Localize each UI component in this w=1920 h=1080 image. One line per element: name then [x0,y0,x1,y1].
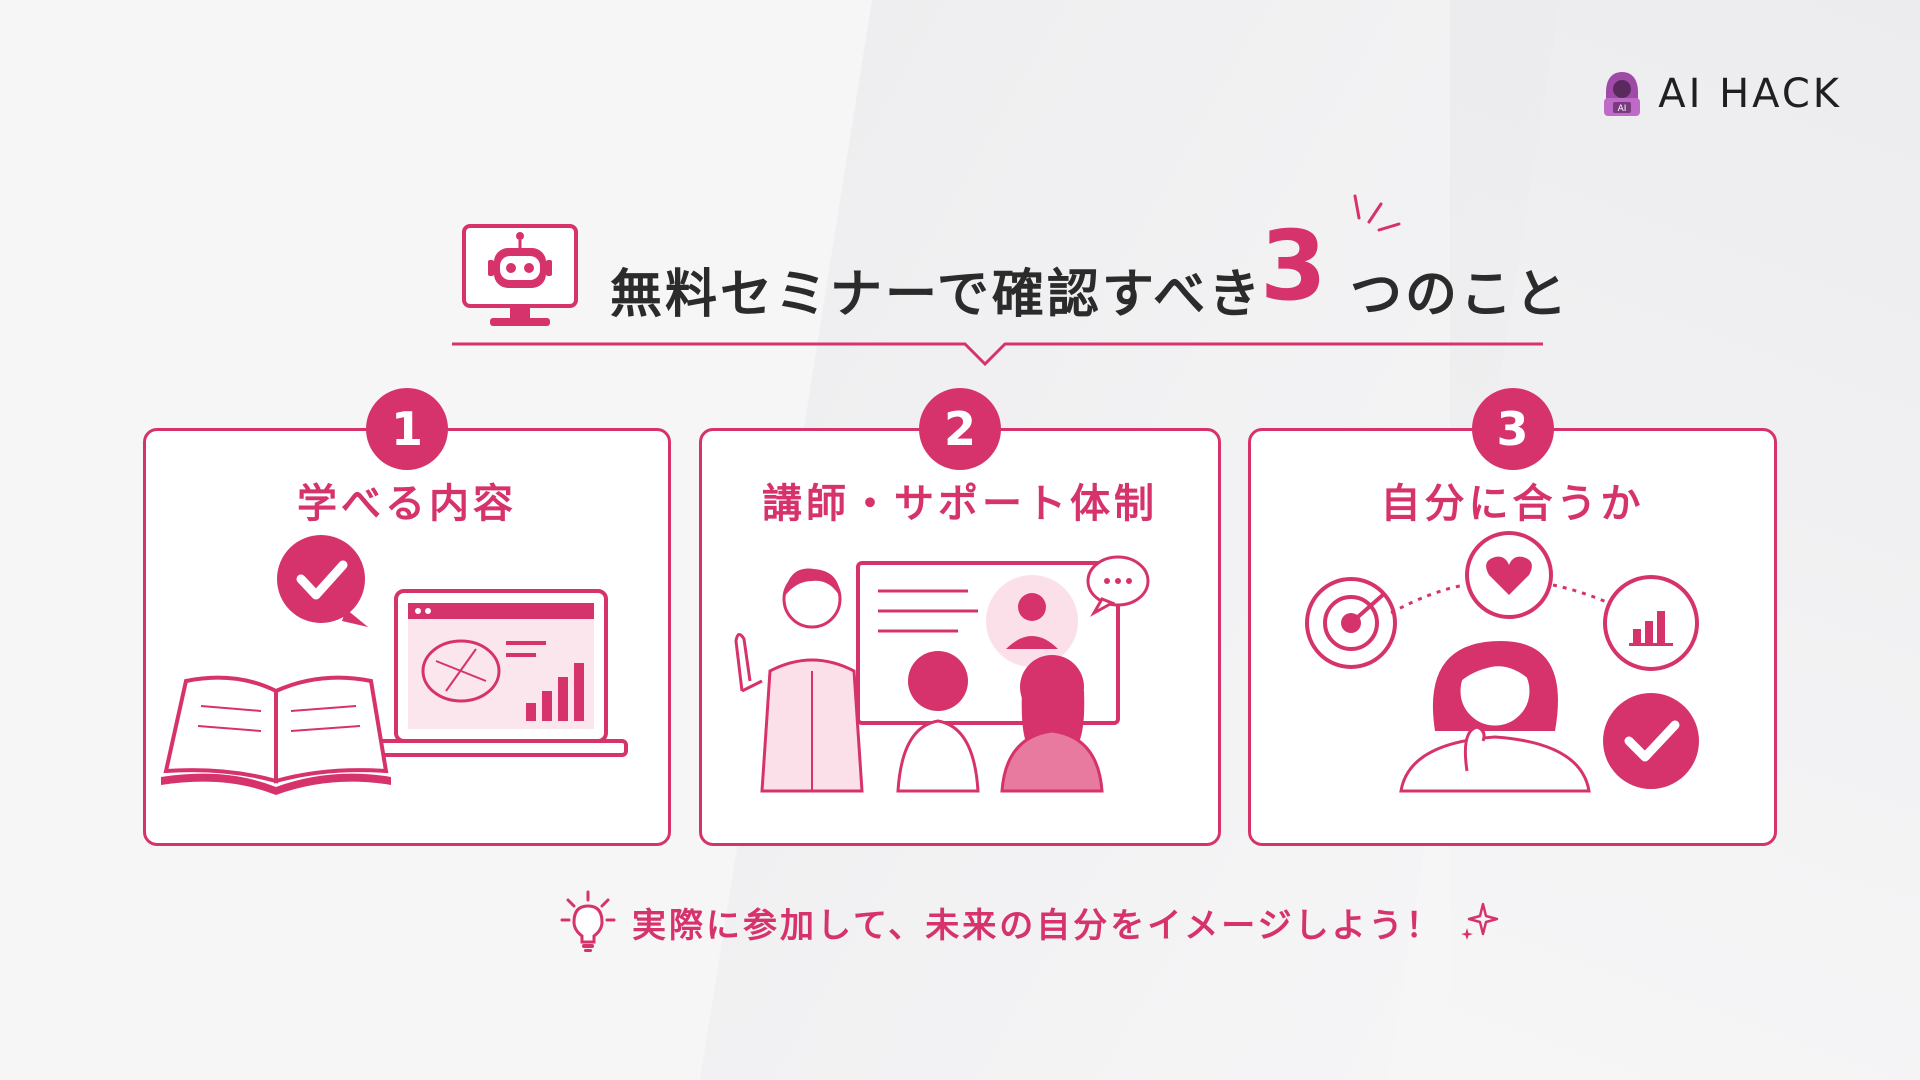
card-title: 講師・サポート体制 [762,481,1158,527]
title-underline [452,342,1543,367]
hacker-robot-icon: AI [1604,72,1641,116]
card-learning-content: 1 学べる内容 [143,388,671,846]
instructor-presentation-icon [734,555,1150,793]
card-number-badge: 3 [1471,388,1554,470]
sparkle-icon [1460,902,1498,940]
brand-name: AI HACK [1658,71,1842,117]
robot-monitor-icon [462,224,578,326]
page-title: 無料セミナーで確認すべき 3 つのこと [450,192,1567,367]
card-title: 自分に合うか [1380,481,1645,527]
footer-text: 実際に参加して、未来の自分をイメージしよう！ [632,905,1443,946]
brand-icon-label: AI [1618,104,1627,114]
title-number: 3 [1260,210,1327,322]
footer-message: 実際に参加して、未来の自分をイメージしよう！ [560,890,1499,954]
book-laptop-check-icon [161,535,628,795]
brand-logo: AI AI HACK [1600,70,1842,118]
card-title: 学べる内容 [297,481,517,527]
emphasis-lines-icon [1353,194,1401,232]
card-instructor-support: 2 講師・サポート体制 [699,388,1221,846]
title-main: 無料セミナーで確認すべき [610,265,1264,325]
woman-thinking-goals-icon [1305,531,1699,793]
lightbulb-icon [560,890,616,952]
card-number-badge: 2 [919,388,1001,470]
card-fit-for-you: 3 自分に合うか [1248,388,1777,846]
title-suffix: つのこと [1350,265,1571,325]
card-number-badge: 1 [366,388,448,470]
